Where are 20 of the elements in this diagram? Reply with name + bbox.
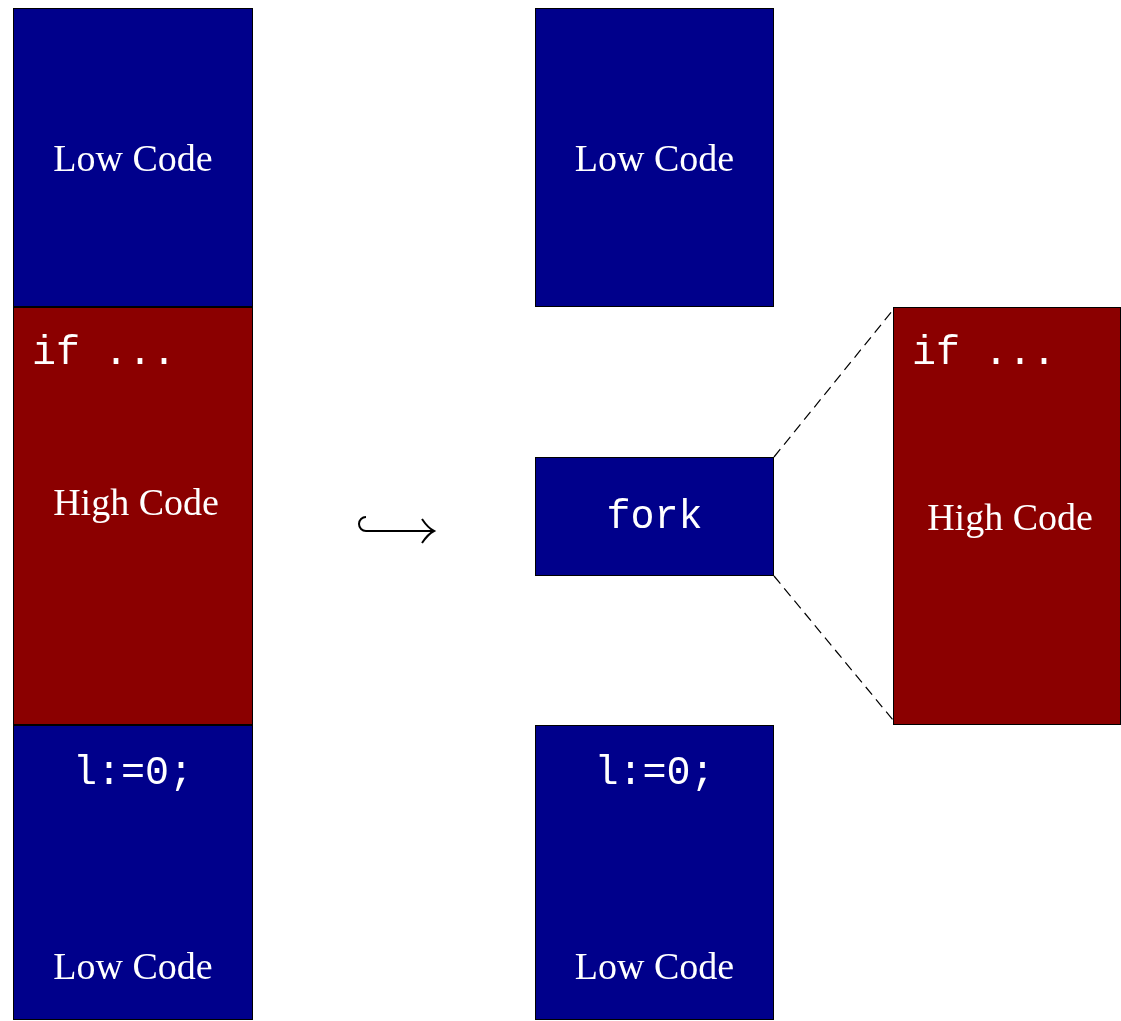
block-label: Low Code — [52, 947, 214, 985]
block-label: High Code — [926, 498, 1094, 536]
code-text: if ... — [32, 334, 177, 374]
dashed-line — [773, 575, 894, 721]
dashed-line — [773, 309, 894, 458]
code-text: l:=0; — [72, 754, 194, 794]
block-label: Low Code — [573, 138, 736, 177]
low-code-block — [13, 725, 253, 1020]
code-text: fork — [605, 497, 704, 538]
low-code-block — [13, 8, 253, 307]
block-label: Low Code — [52, 138, 214, 177]
block-label: High Code — [52, 483, 220, 521]
high-code-block — [893, 307, 1121, 725]
block-label: Low Code — [573, 947, 736, 985]
low-code-block — [535, 725, 774, 1020]
low-code-block — [535, 8, 774, 307]
high-code-block — [13, 307, 253, 725]
low-code-block — [535, 457, 774, 576]
code-text: if ... — [912, 334, 1057, 374]
code-text: l:=0; — [593, 754, 716, 794]
